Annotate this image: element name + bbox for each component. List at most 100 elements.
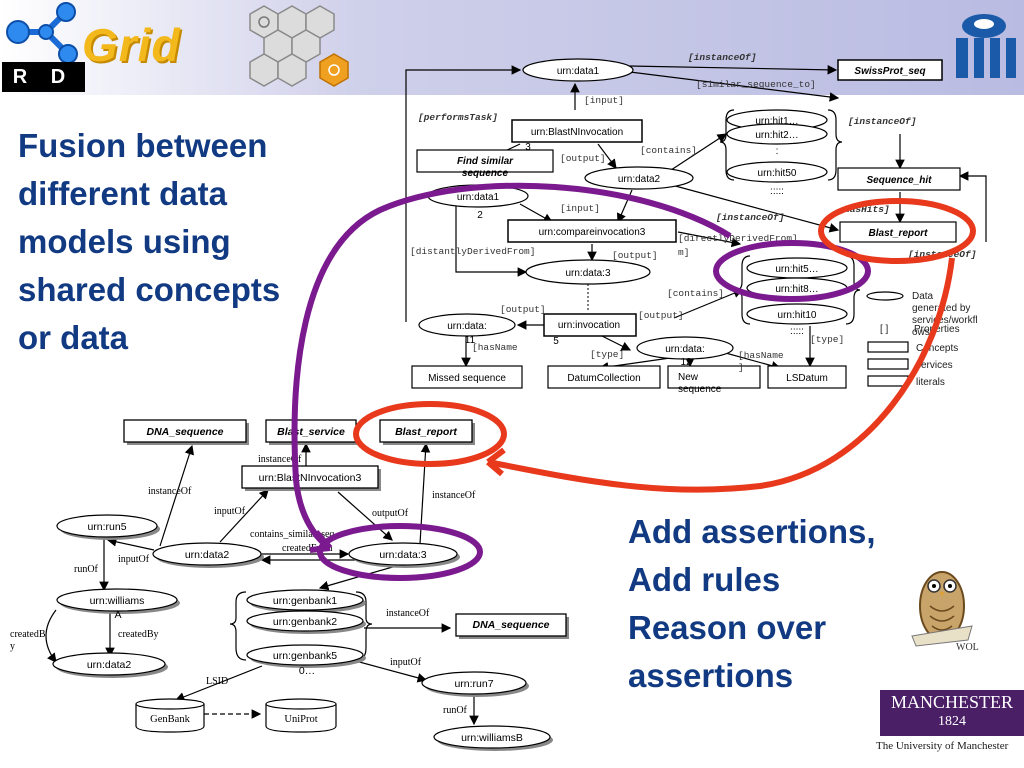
node-urn-data1b-num: 2 bbox=[477, 210, 483, 221]
node-urn-data-mid-num: 12 bbox=[680, 357, 692, 368]
manchester-name: MANCHESTER bbox=[890, 692, 1013, 712]
label-type-1: [type] bbox=[590, 349, 624, 360]
node-urn-data1: urn:data1 bbox=[557, 66, 600, 77]
node-blastninvocation3: urn:BlastNInvocation3 bbox=[259, 472, 362, 484]
label-instanceof-mid: [instanceOf] bbox=[716, 212, 784, 223]
label-similar-sequence: [similar_sequence_to] bbox=[696, 79, 816, 90]
label-hasname-1: [hasName bbox=[472, 342, 518, 353]
red-connector bbox=[487, 257, 955, 493]
owl-label: WOL bbox=[956, 642, 979, 653]
owl-icon: WOL bbox=[911, 571, 979, 653]
fusion-heading: Fusion between different data models usi… bbox=[18, 122, 348, 362]
node-hit10: urn:hit10 bbox=[778, 310, 817, 321]
node-urn-data2-b: urn:data2 bbox=[87, 659, 132, 671]
node-blastninvocation-num: 3 bbox=[525, 142, 531, 153]
fusion-line: shared concepts bbox=[18, 271, 281, 308]
label-lsid: LSID bbox=[206, 676, 228, 687]
mygrid-logo-icon bbox=[956, 14, 1016, 78]
bottom-diagram: DNA_sequence Blast_service Blast_report … bbox=[10, 419, 569, 751]
red-circle-blast-report-top bbox=[818, 198, 976, 264]
node-urn-invocation: urn:invocation bbox=[558, 320, 620, 331]
node-swissprot-seq: SwissProt_seq bbox=[854, 66, 925, 77]
assert-line: Add assertions, bbox=[628, 513, 876, 550]
node-hit2: urn:hit2… bbox=[755, 130, 798, 141]
node-genbank2: urn:genbank2 bbox=[273, 616, 337, 628]
node-urn-data2-bottom: urn:data2 bbox=[185, 549, 230, 561]
university-name: The University of Manchester bbox=[876, 740, 1009, 752]
fusion-line: or data bbox=[18, 319, 129, 356]
top-diagram: urn:data1 SwissProt_seq urn:BlastNInvoca… bbox=[405, 52, 987, 395]
label-inputof-b2: inputOf bbox=[118, 554, 150, 565]
label-instanceof-b1: instanceOf bbox=[258, 454, 302, 465]
purple-connector bbox=[291, 182, 732, 551]
label-instanceof-right: [instanceOf] bbox=[848, 116, 916, 127]
label-contains-similar: contains_similar_seq bbox=[250, 529, 334, 540]
label-createdfrom: createdFrom bbox=[282, 543, 333, 554]
label-instanceof-b3: instanceOf bbox=[432, 490, 476, 501]
label-contains-2: [contains] bbox=[667, 288, 724, 299]
node-hit1: urn:hit1… bbox=[755, 116, 798, 127]
node-urn-data-left-num: 11 bbox=[465, 335, 476, 346]
node-urn-williams: urn:williams bbox=[90, 595, 145, 607]
label-inputof-b1: inputOf bbox=[214, 506, 246, 517]
node-urn-run7: urn:run7 bbox=[454, 678, 493, 690]
node-missed-sequence: Missed sequence bbox=[428, 373, 506, 384]
label-input-1: [input] bbox=[584, 95, 624, 106]
node-hit50-dots: ::::: bbox=[770, 186, 784, 197]
label-bracket-end: m] bbox=[678, 247, 689, 258]
label-hasname-2: [hasName bbox=[738, 350, 784, 361]
rdf-graph-icon bbox=[6, 2, 78, 64]
label-contains-1: [contains] bbox=[640, 145, 697, 156]
label-hasname-2-end: ] bbox=[738, 362, 744, 373]
label-output-2: [output] bbox=[612, 250, 658, 261]
node-urn-run5: urn:run5 bbox=[87, 521, 126, 533]
fusion-line: different data bbox=[18, 175, 228, 212]
node-compareinvocation3: urn:compareinvocation3 bbox=[539, 227, 646, 238]
purple-circle-hits bbox=[713, 240, 871, 302]
label-inputof-b3: inputOf bbox=[390, 657, 422, 668]
node-blast-report-bottom: Blast_report bbox=[395, 426, 457, 438]
highlight-annotations bbox=[291, 182, 976, 581]
fusion-line: Fusion between bbox=[18, 127, 268, 164]
node-hit50: urn:hit50 bbox=[758, 168, 797, 179]
label-performstask: [performsTask] bbox=[418, 112, 498, 123]
assert-line: assertions bbox=[628, 657, 794, 694]
label-output-4: [output] bbox=[638, 310, 684, 321]
node-sequence-hit: Sequence_hit bbox=[866, 175, 932, 186]
assert-line: Reason over bbox=[628, 609, 827, 646]
node-urn-data-left: urn:data: bbox=[447, 321, 486, 332]
node-blast-report-top: Blast_report bbox=[869, 228, 929, 239]
node-hit5: urn:hit5… bbox=[775, 264, 818, 275]
node-genbank5: urn:genbank5 bbox=[273, 650, 337, 662]
label-runof-b2: runOf bbox=[443, 705, 468, 716]
node-dna-sequence-2: DNA_sequence bbox=[472, 619, 549, 631]
node-genbank-tail: 0… bbox=[299, 665, 315, 677]
node-urn-williamsb: urn:williamsB bbox=[461, 732, 523, 744]
label-instanceof-b2: instanceOf bbox=[148, 486, 192, 497]
label-output-1: [output] bbox=[560, 153, 606, 164]
label-instanceof-top: [instanceOf] bbox=[688, 52, 756, 63]
node-hit10-dots: ::::: bbox=[790, 326, 804, 337]
node-urn-williams-tail: A bbox=[114, 609, 121, 621]
node-hit8: urn:hit8… bbox=[775, 284, 818, 295]
legend-services: services bbox=[916, 360, 953, 371]
legend-properties-mark: [ ] bbox=[880, 324, 889, 335]
label-directly-derived: [directlyDerivedFrom] bbox=[678, 233, 798, 244]
label-instanceof-b4: instanceOf bbox=[386, 608, 430, 619]
assert-line: Add rules bbox=[628, 561, 781, 598]
label-input-2: [input] bbox=[560, 203, 600, 214]
label-runof-b1: runOf bbox=[74, 564, 99, 575]
manchester-year: 1824 bbox=[938, 714, 966, 729]
node-datumcollection: DatumCollection bbox=[567, 373, 640, 384]
label-output-3: [output] bbox=[500, 304, 546, 315]
node-hit-dots: : bbox=[776, 146, 779, 157]
node-urn-data1b: urn:data1 bbox=[457, 192, 500, 203]
fusion-line: models using bbox=[18, 223, 231, 260]
node-blast-service: Blast_service bbox=[277, 426, 345, 438]
node-urn-data3-bottom: urn:data:3 bbox=[379, 549, 426, 561]
manchester-logo: MANCHESTER 1824 bbox=[880, 690, 1024, 736]
node-urn-data2: urn:data2 bbox=[618, 174, 661, 185]
